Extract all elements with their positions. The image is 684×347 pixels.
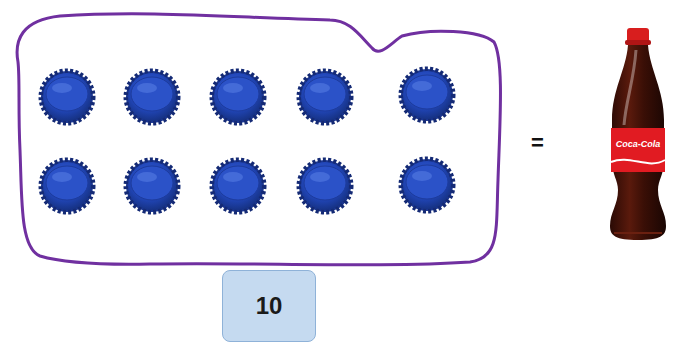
- count-number: 10: [256, 292, 283, 320]
- cola-bottle: [610, 28, 666, 240]
- group-loop: [17, 14, 500, 265]
- bottle-caps: [41, 69, 453, 212]
- equals-sign: =: [531, 130, 544, 156]
- count-box: 10: [222, 270, 316, 342]
- bottle-logo: Coca-Cola: [616, 139, 661, 149]
